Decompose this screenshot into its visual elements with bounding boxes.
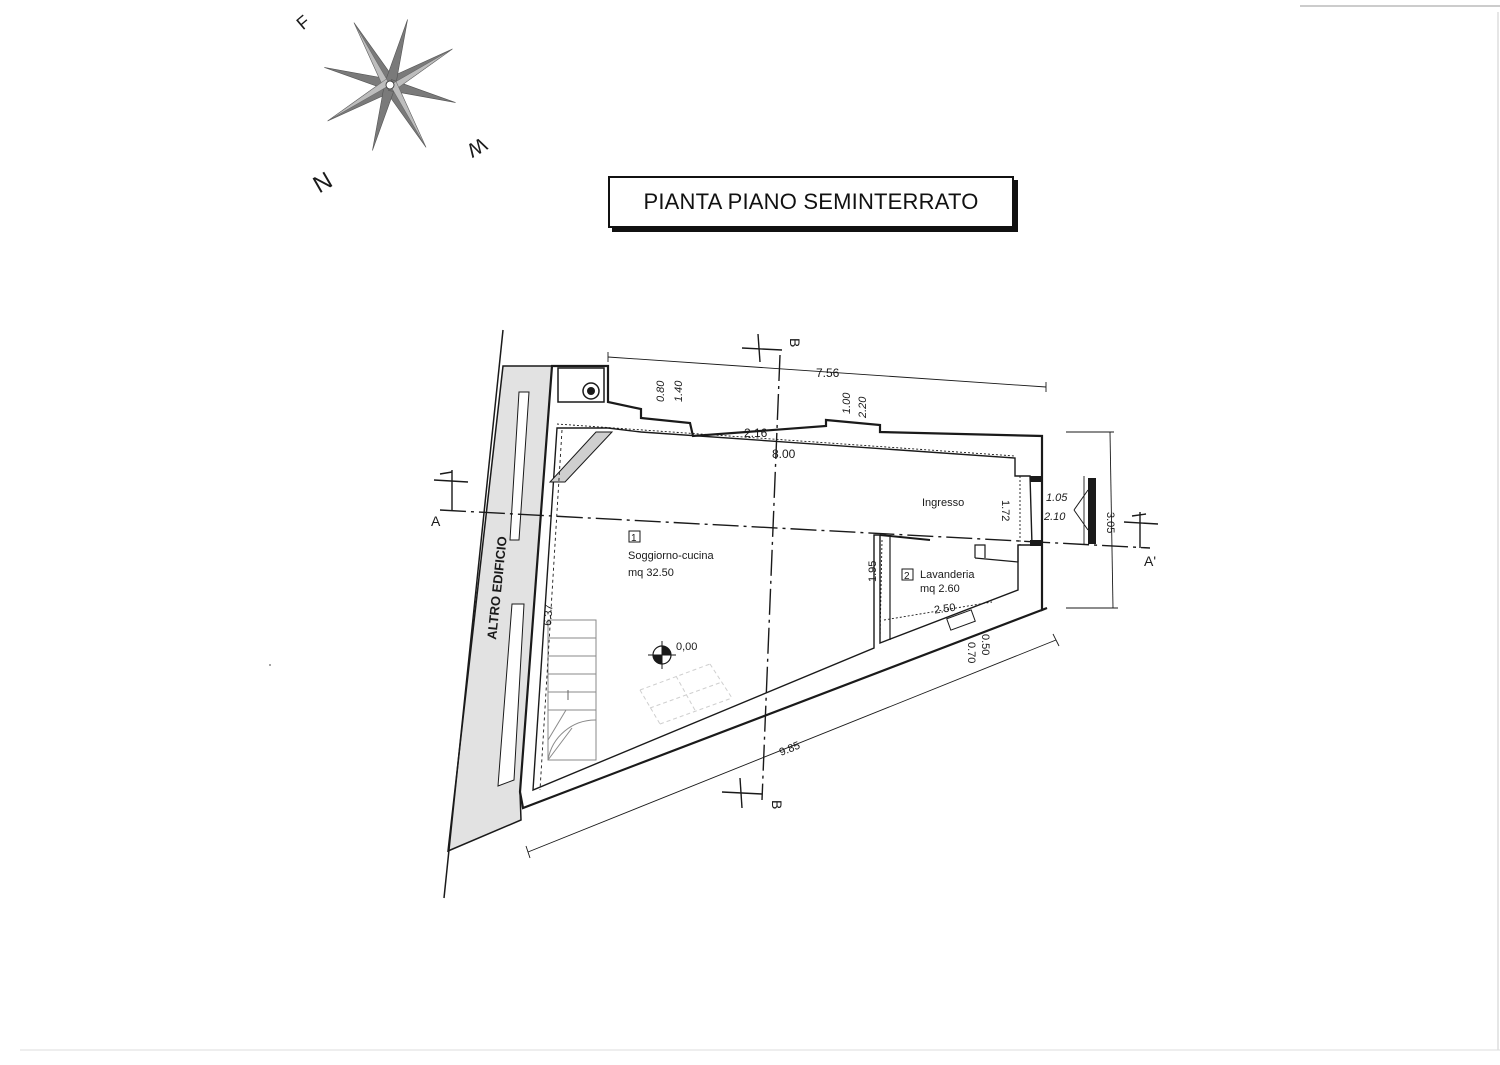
dim-right-overall: 3.05: [1104, 512, 1116, 533]
dim-left-inner: 6.37: [542, 604, 555, 626]
building-walls: [518, 364, 1048, 810]
section-label-a-prime: A': [1144, 553, 1156, 569]
dim-door-h: 2.10: [1043, 511, 1066, 523]
room-1-area: mq 32.50: [628, 567, 674, 579]
room-1-name: Soggiorno-cucina: [628, 550, 714, 562]
neighbor-building: [443, 329, 553, 899]
dim-ingresso-depth: 1.72: [999, 500, 1011, 521]
room-2-number: 2: [904, 571, 910, 582]
title-box: PIANTA PIANO SEMINTERRATO: [608, 176, 1014, 228]
section-lines: [433, 333, 1159, 809]
compass-label-n: N: [308, 166, 337, 198]
compass-rose-icon: [324, 19, 456, 151]
section-label-b-bottom: B: [769, 800, 785, 809]
dim-interior-top: 8.00: [772, 447, 796, 461]
room-1-number: 1: [631, 533, 637, 544]
room-1-label: 1 Soggiorno-cucina mq 32.50: [628, 530, 714, 579]
level-value: 0,00: [676, 641, 697, 653]
dim-top-overall: 7.56: [816, 366, 840, 380]
dim-window2-w: 1.00: [841, 392, 853, 414]
stairs: [547, 619, 733, 761]
dim-window2-h: 2.20: [857, 396, 869, 419]
dim-small-window-h: 0.70: [965, 642, 977, 663]
dim-door-w: 1.05: [1046, 492, 1068, 504]
dim-window1-w: 0.80: [655, 380, 667, 402]
compass-label-w: W: [463, 132, 490, 161]
section-label-b-top: B: [787, 338, 803, 347]
compass-label-f: F: [293, 11, 314, 33]
dim-lavanderia-h: 1.95: [867, 561, 879, 582]
entrance-door-symbol: [1073, 478, 1096, 544]
section-label-a: A: [431, 513, 441, 529]
dimension-lines: [525, 352, 1118, 859]
level-marker-icon: [648, 641, 676, 669]
dim-small-window-w: 0.50: [979, 634, 991, 655]
dim-bottom-overall: 9.85: [778, 740, 802, 759]
room-2-label: 2 Lavanderia mq 2.60: [901, 568, 975, 595]
dim-window1-h: 1.40: [673, 380, 685, 402]
dim-window-span: 2.16: [744, 426, 768, 440]
page-title: PIANTA PIANO SEMINTERRATO: [643, 189, 979, 214]
ingresso-label: Ingresso: [922, 497, 964, 509]
dim-lavanderia-w: 2.50: [933, 602, 956, 617]
room-2-area: mq 2.60: [920, 583, 960, 595]
scan-speck: [269, 664, 271, 666]
room-2-name: Lavanderia: [920, 569, 975, 581]
